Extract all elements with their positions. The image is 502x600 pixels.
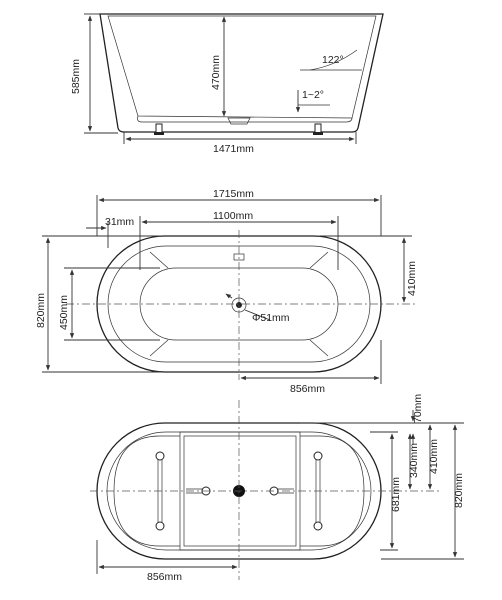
side-angle-label: 122° xyxy=(322,54,344,66)
bottom-dim-681-label: 681mm xyxy=(390,477,402,512)
top-drain-offset-label: 856mm xyxy=(290,383,325,395)
side-slope-label: 1~2° xyxy=(302,89,324,101)
side-base-length-label: 1471mm xyxy=(213,143,254,155)
side-view-tub-outline xyxy=(99,13,384,133)
top-length-label: 1715mm xyxy=(213,188,254,200)
side-view-drain xyxy=(227,117,251,125)
top-width-label: 820mm xyxy=(35,293,47,328)
top-inner-width-label: 450mm xyxy=(58,295,70,330)
bottom-dim-340-label: 340mm xyxy=(408,443,420,478)
side-view: 585mm 470mm 122° 1~2° 1471mm xyxy=(70,13,384,155)
top-half-width-label: 410mm xyxy=(406,261,418,296)
top-inner-length-label: 1100mm xyxy=(213,210,253,222)
top-view: 1715mm 1100mm 31mm 820mm 450mm 410mm Φ51… xyxy=(35,188,418,395)
bottom-view: 70mm 681mm 340mm 410mm 820mm 856mm xyxy=(90,394,465,583)
bottom-dim-70-label: 70mm xyxy=(412,394,424,423)
bottom-dim-410-label: 410mm xyxy=(428,439,440,474)
bottom-dim-820-label: 820mm xyxy=(453,473,465,508)
top-drain-diameter-label: Φ51mm xyxy=(252,312,290,324)
bottom-drain-offset-label: 856mm xyxy=(147,571,182,583)
side-inner-depth-label: 470mm xyxy=(210,55,222,90)
side-view-feet xyxy=(154,123,323,135)
side-height-label: 585mm xyxy=(70,59,82,94)
top-rim-label: 31mm xyxy=(105,216,134,228)
